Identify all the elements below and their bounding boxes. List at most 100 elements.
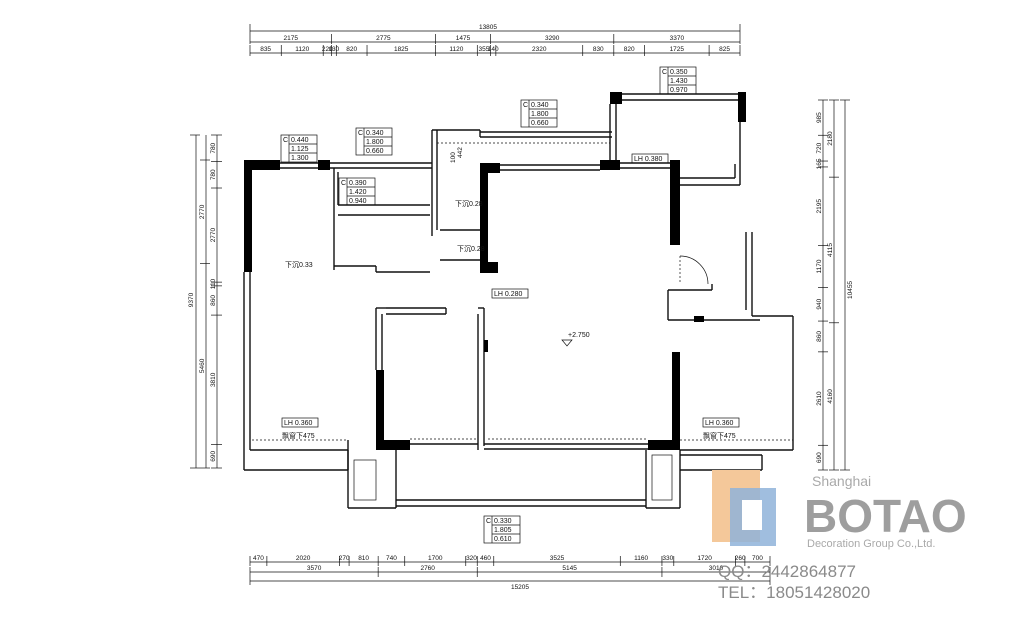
left-mid-dim: 5460: [199, 358, 206, 373]
top-mid-dim: 1475: [456, 35, 471, 42]
right-mid-dim: 4115: [827, 243, 834, 257]
window-tag-value: 0.390: [349, 180, 367, 187]
level-mark: +2.750: [568, 332, 590, 339]
bottom-mid-dim: 2760: [420, 565, 435, 572]
left-inner-dim: 2770: [210, 227, 217, 242]
logo-white-inset: [742, 500, 762, 530]
logo-group: Decoration Group Co.,Ltd.: [807, 538, 935, 550]
logo-city: Shanghai: [812, 473, 871, 489]
top-inner-dim: 820: [346, 46, 357, 53]
top-inner-dim: 2320: [532, 46, 547, 53]
window-sills: [252, 142, 793, 441]
left-dimension-chain: 9370 2770 5460 780 780 2770 110 860 3810 690: [188, 134, 222, 469]
top-inner-dim: 825: [719, 46, 730, 53]
bottom-inner-dim: 470: [253, 555, 264, 562]
right-inner-dim: 940: [816, 298, 823, 309]
window-tag-value: 0.340: [366, 130, 384, 137]
top-inner-dim: 820: [624, 46, 635, 53]
right-mid-dim: 2180: [827, 131, 834, 146]
window-tag-value: 0.940: [349, 198, 367, 205]
right-dimension-chain: 10455 9857201652195117094086026106902180…: [816, 99, 854, 471]
left-total-dim: 9370: [188, 292, 195, 307]
bottom-mid-dim: 5145: [562, 565, 577, 572]
contact-tel: TEL：18051428020: [718, 583, 870, 602]
left-inner-dim: 3810: [210, 372, 217, 387]
top-inner-dim: 830: [593, 46, 604, 53]
bottom-inner-dim: 740: [386, 555, 397, 562]
left-mid-dim: 2770: [199, 204, 206, 219]
bottom-mid-dim: 3570: [307, 565, 322, 572]
window-tag-value: 0.440: [291, 137, 309, 144]
contact-qq: QQ：2442864877: [718, 562, 856, 581]
door-swing: [679, 255, 709, 285]
left-inner-dim: 110: [210, 278, 217, 289]
left-inner-dim: 780: [210, 142, 217, 153]
window-tag-value: 0.660: [531, 120, 549, 127]
bay-label-2: 飘窗下475: [703, 431, 736, 440]
right-mid-dim: 4160: [827, 389, 834, 404]
right-inner-dim: 860: [816, 331, 823, 342]
top-mid-dim: 2175: [283, 35, 298, 42]
company-logo: Shanghai BOTAO Decoration Group Co.,Ltd.…: [712, 470, 967, 602]
bottom-inner-dim: 1700: [428, 555, 443, 562]
window-tag-value: C: [486, 518, 491, 525]
sink-label-3: 下沉0.28: [457, 245, 485, 253]
top-inner-dim: 220: [322, 46, 333, 53]
bay-label-1: 飘窗下475: [282, 431, 315, 440]
top-inner-dim: 140: [488, 46, 499, 53]
top-inner-dim: 835: [260, 46, 271, 53]
window-tag-value: 1.800: [366, 139, 384, 146]
window-tag-value: 0.340: [531, 102, 549, 109]
top-mid-dim: 2775: [376, 35, 391, 42]
right-inner-dim: 165: [816, 158, 823, 169]
bottom-inner-dim: 700: [752, 555, 763, 562]
bottom-total-dim: 15205: [511, 584, 529, 591]
window-tag-value: C: [662, 69, 667, 76]
bottom-inner-dim: 810: [358, 555, 369, 562]
small-dim-100: 100: [450, 152, 457, 163]
top-total-dim: 13805: [479, 24, 497, 31]
window-tag-value: 1.430: [670, 78, 688, 85]
sink-label-2: 下沉0.28: [455, 200, 483, 208]
window-tag-value: 1.800: [531, 111, 549, 118]
top-inner-dim: 130: [328, 46, 339, 53]
lh-label-4: LH 0.360: [705, 420, 734, 427]
window-tag-value: 1.420: [349, 189, 367, 196]
top-mid-dim: 3370: [670, 35, 685, 42]
bottom-mid-dim: 3010: [709, 565, 724, 572]
top-inner-dim: 1120: [449, 46, 463, 53]
window-tag-value: 1.805: [494, 527, 512, 534]
bottom-inner-dim: 260: [735, 555, 746, 562]
lh-label-1: LH 0.380: [634, 156, 663, 163]
top-inner-dim: 1120: [295, 46, 309, 53]
top-inner-dim: 1825: [394, 46, 409, 53]
left-inner-dim: 860: [210, 295, 217, 306]
window-tag-value: 0.970: [670, 87, 688, 94]
window-tag-value: 0.660: [366, 148, 384, 155]
sink-label-1: 下沉0.33: [285, 261, 313, 269]
left-inner-dim: 690: [210, 450, 217, 461]
window-tag-value: C: [341, 180, 346, 187]
right-inner-dim: 720: [816, 142, 823, 153]
small-dim-442: 442: [457, 147, 464, 158]
bottom-inner-dim: 3525: [550, 555, 565, 562]
right-inner-dim: 1170: [816, 259, 823, 273]
window-tag-value: C: [523, 102, 528, 109]
window-tag-value: 0.350: [670, 69, 688, 76]
bottom-inner-dim: 270: [339, 555, 350, 562]
window-tag-value: 1.125: [291, 146, 309, 153]
bottom-inner-dim: 1160: [634, 555, 648, 562]
left-inner-dim: 780: [210, 169, 217, 180]
right-total-dim: 10455: [847, 281, 854, 299]
right-inner-dim: 690: [816, 452, 823, 463]
window-tag-value: 0.330: [494, 518, 512, 525]
